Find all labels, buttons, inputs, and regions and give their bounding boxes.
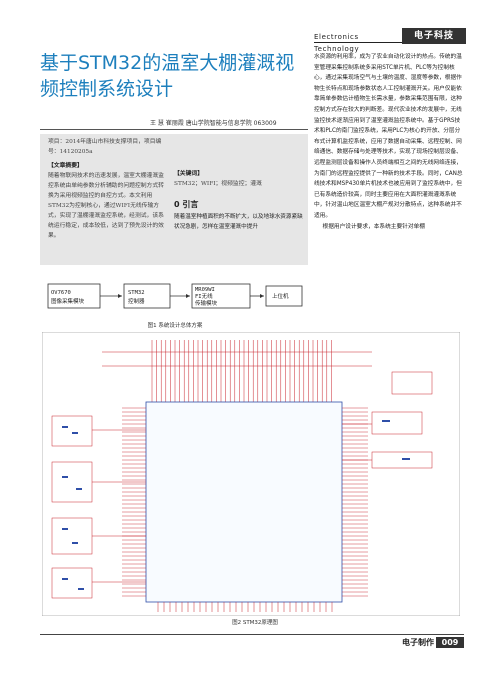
- block-stm32-label-2: 控制器: [128, 297, 145, 305]
- keywords-heading: 【关键词】: [174, 171, 203, 177]
- arrow-icon: [260, 294, 264, 298]
- mcu-chip: [145, 401, 343, 603]
- project-info: 项目：2014年唐山市科技支撑项目，项目编号：14120205a: [48, 139, 162, 155]
- arrow-icon: [118, 294, 122, 298]
- abstract-left-column: 项目：2014年唐山市科技支撑项目，项目编号：14120205a 【文章摘要】 …: [48, 137, 166, 251]
- figure-1-caption: 图1 系统设计总体方案: [147, 323, 203, 329]
- figure-1-block-diagram: OV7670 图像采集模块 STM32 控制器 MR09WI FI无线 传输模块…: [47, 283, 303, 309]
- right-paragraph-1: 水资源的利用率，成为了农业自动化设计的热点。传统的温室管理采集控制系统多采用ST…: [314, 54, 463, 219]
- right-paragraph-2: 根据用户设计要求，本系统主要针对单棚: [322, 223, 425, 230]
- block-camera-label-2: 图像采集模块: [51, 297, 85, 305]
- block-host-label: 上位机: [272, 292, 289, 300]
- intro-heading: 0 引言: [174, 200, 199, 209]
- abstract-body: 随着物联网技术的迅速发展，温室大棚灌溉监控系统由单纯参数分析辅助的问题控制方式转…: [48, 173, 164, 239]
- right-column-text: 水资源的利用率，成为了农业自动化设计的热点。传统的温室管理采集控制系统多采用ST…: [314, 52, 464, 232]
- byline-divider: [40, 129, 308, 130]
- keywords: STM32；WIFI；视频监控；灌溉: [174, 181, 262, 187]
- arrow-icon: [186, 294, 190, 298]
- abstract-heading: 【文章摘要】: [48, 163, 83, 169]
- abstract-right-column: 【关键词】 STM32；WIFI；视频监控；灌溉: [174, 137, 304, 189]
- footer-divider: [40, 634, 464, 635]
- footer-magazine-name: 电子制作: [402, 638, 434, 647]
- block-wifi-label: MR09WI: [195, 287, 215, 293]
- block-host: [265, 285, 303, 307]
- figure-2-schematic: [42, 332, 460, 616]
- section-tag: 电子科技: [402, 28, 466, 44]
- block-camera-label: OV7670: [51, 290, 71, 296]
- author-byline: 王 慧 崔丽霞 唐山学院智能与信息学院 063009: [150, 120, 277, 127]
- article-title: 基于STM32的温室大棚灌溉视频控制系统设计: [40, 52, 295, 100]
- abstract-box: [40, 134, 308, 265]
- figure-2-caption: 图2 STM32原理图: [232, 620, 278, 626]
- journal-name: Electronics Technology: [314, 31, 402, 53]
- block-wifi-label-3: 传输模块: [195, 299, 218, 307]
- intro-body: 随着温室种植面积的不断扩大，以及地球水资源紧缺状况急剧，怎样在温室灌溉中提升: [174, 214, 303, 230]
- page-number: 009: [436, 637, 464, 648]
- block-stm32-label: STM32: [128, 290, 145, 296]
- block-wifi-label-2: FI无线: [195, 292, 213, 300]
